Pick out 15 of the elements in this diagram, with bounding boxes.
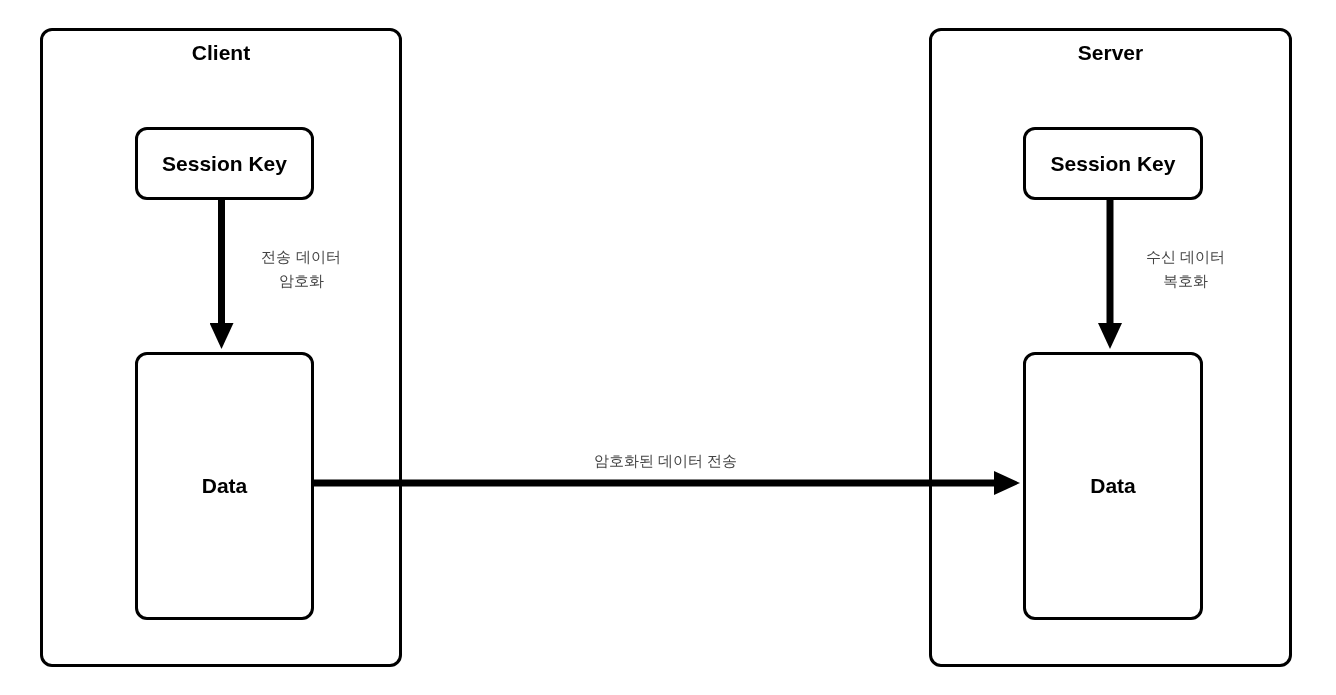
group-title: Client bbox=[190, 40, 252, 66]
process-box bbox=[135, 127, 314, 200]
group-title: Server bbox=[1076, 40, 1145, 66]
group-box bbox=[40, 28, 402, 667]
group-box bbox=[929, 28, 1292, 667]
arrow bbox=[1098, 197, 1122, 349]
box-label: Data bbox=[1090, 473, 1136, 500]
box-label: Data bbox=[201, 473, 248, 500]
arrow bbox=[311, 471, 1020, 495]
process-box bbox=[1023, 127, 1203, 200]
arrow bbox=[209, 197, 234, 349]
box-label: Session Key bbox=[162, 150, 287, 177]
process-box bbox=[1023, 352, 1203, 620]
process-box bbox=[135, 352, 314, 620]
box-label: Session Key bbox=[1050, 150, 1176, 177]
